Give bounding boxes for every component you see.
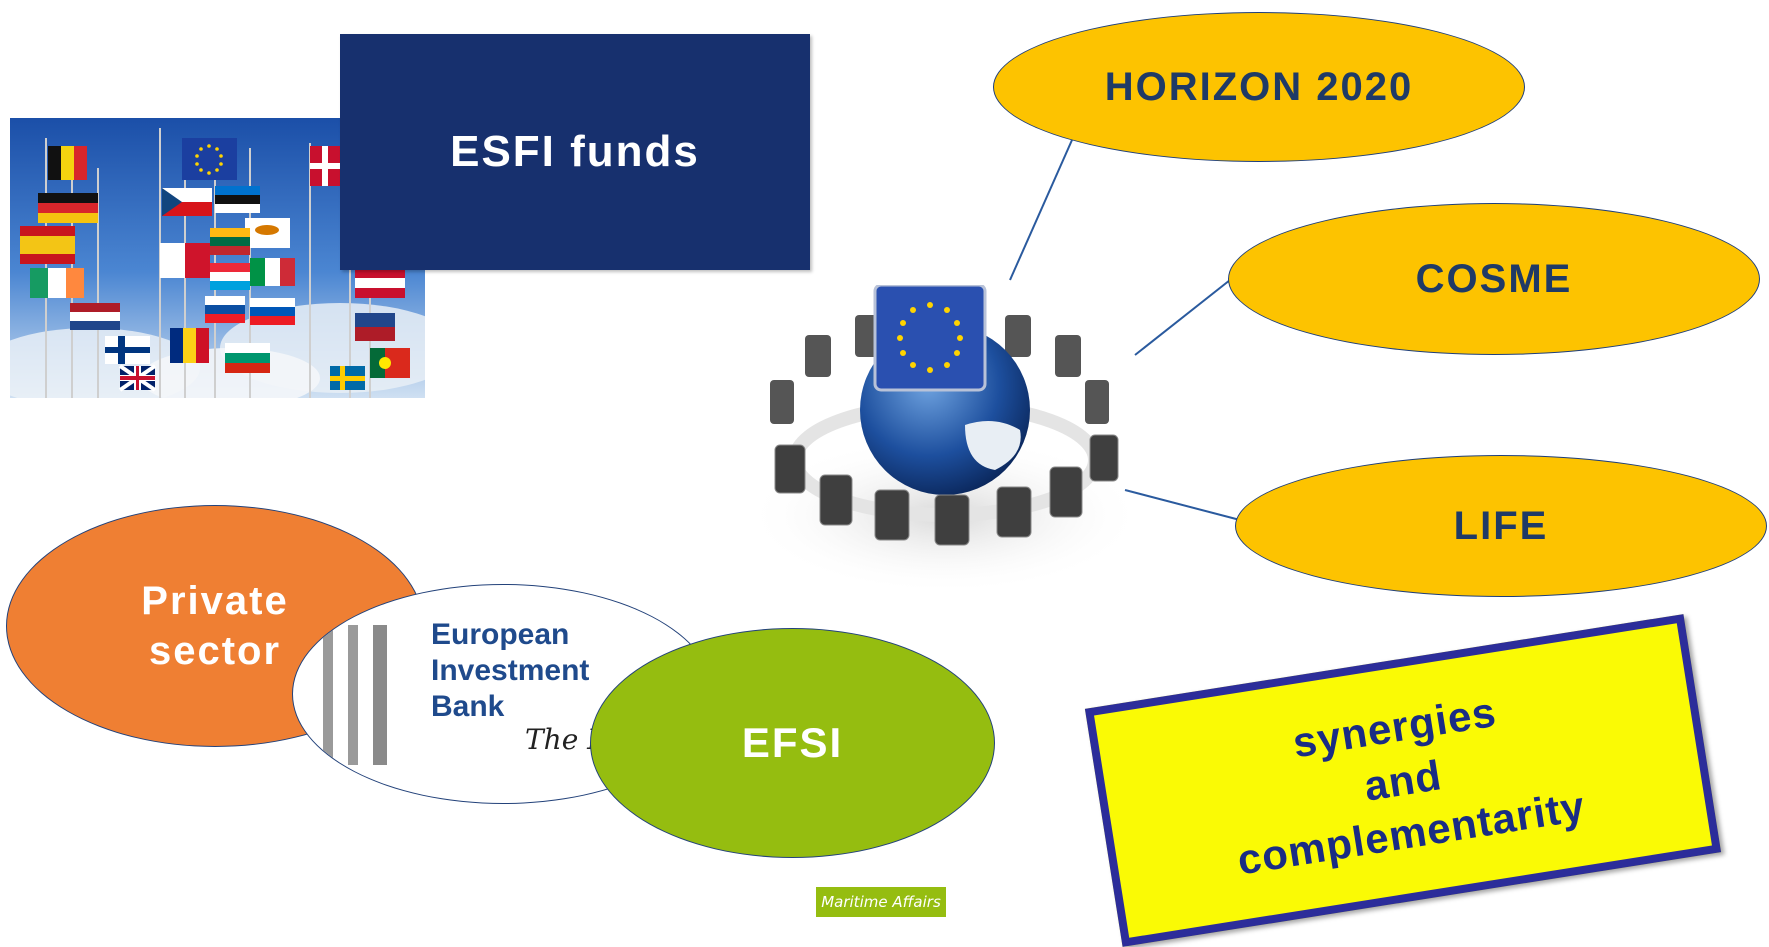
horizon-2020-label: HORIZON 2020	[1104, 64, 1414, 109]
life-ellipse: LIFE	[1235, 455, 1767, 597]
esfi-funds-box: ESFI funds	[340, 34, 810, 270]
life-label: LIFE	[1453, 503, 1549, 548]
eib-line1: European	[431, 618, 570, 651]
efsi-ellipse: EFSI	[590, 628, 995, 858]
eib-logo-text: European Investment Bank	[431, 617, 589, 725]
maritime-affairs-tag: Maritime Affairs	[816, 887, 946, 917]
private-sector-line2: sector	[148, 629, 282, 673]
eib-line3: Bank	[431, 690, 505, 723]
horizon-2020-ellipse: HORIZON 2020	[993, 12, 1525, 162]
private-sector-line1: Private	[141, 579, 289, 623]
cosme-ellipse: COSME	[1228, 203, 1760, 355]
esfi-funds-label: ESFI funds	[450, 127, 700, 176]
connector-horizon	[1009, 139, 1073, 281]
cosme-label: COSME	[1415, 256, 1573, 301]
efsi-label: EFSI	[741, 719, 844, 766]
eib-line2: Investment	[431, 654, 590, 687]
synergies-box: synergies and complementarity	[1084, 614, 1722, 947]
eu-globe-round-table-illustration	[745, 285, 1145, 595]
maritime-affairs-label: Maritime Affairs	[821, 893, 941, 911]
eib-logo-bars	[323, 625, 387, 765]
